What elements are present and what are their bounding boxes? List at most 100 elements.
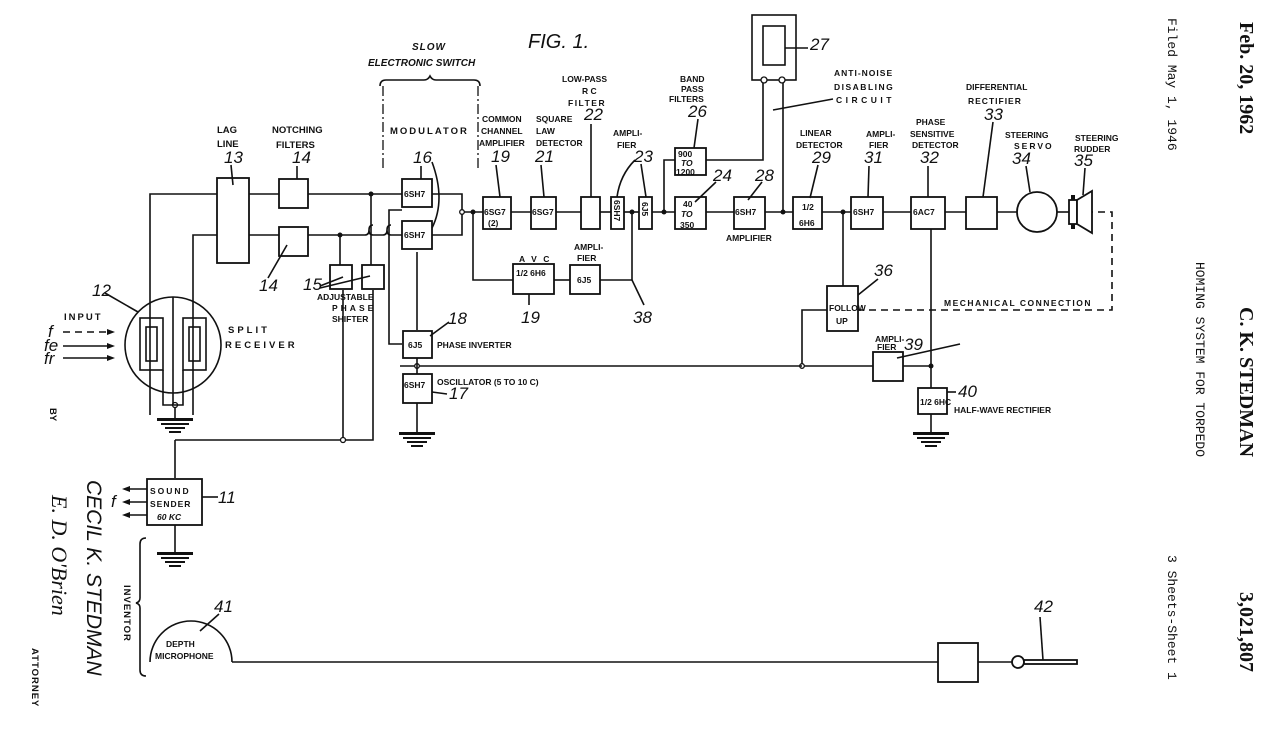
bpf-high-2: TO (681, 158, 693, 168)
osc-label: OSCILLATOR (5 TO 10 C) (437, 377, 539, 387)
signature-area: BY CECIL K. STEDMAN E. D. O'Brien INVENT… (29, 408, 147, 707)
anti-noise-label-2: DISABLING (834, 82, 894, 92)
modulator-tube-1: 6SH7 (404, 189, 426, 199)
ref-39: 39 (904, 335, 923, 354)
amp31-tube: 6SH7 (853, 207, 875, 217)
filed-date: Filed May 1, 1946 (1164, 18, 1179, 151)
ref-35: 35 (1074, 151, 1093, 170)
oscillator: 6SH7 OSCILLATOR (5 TO 10 C) 17 (402, 373, 539, 404)
avc-label: A V C (519, 254, 551, 264)
patent-header: Feb. 20, 1962 Filed May 1, 1946 C. K. ST… (1164, 18, 1257, 680)
amp23-label-2: FIER (617, 140, 636, 150)
pi-tube: 6J5 (408, 340, 422, 350)
attorney-signature: E. D. O'Brien (47, 494, 72, 616)
sender-label-3: 60 KC (157, 512, 182, 522)
ld-label-2: DETECTOR (796, 140, 843, 150)
lag-line-block: LAG LINE 13 (216, 125, 250, 264)
ref-27: 27 (809, 35, 829, 54)
avc-block: 1/2 6H6 A V C 19 (512, 254, 555, 327)
bpf-low-1: 40 (683, 199, 693, 209)
sld-label-3: DETECTOR (536, 138, 583, 148)
signal-fe: fe (44, 336, 58, 355)
inventor-header: C. K. STEDMAN (1235, 307, 1257, 458)
ref-34: 34 (1012, 149, 1031, 168)
ref-23: 23 (633, 147, 653, 166)
ref-14b: 14 (259, 276, 278, 295)
sender-label: SOUND (150, 486, 191, 496)
avc-amp-tube: 6J5 (577, 275, 591, 285)
bpf-high-1: 900 (678, 149, 692, 159)
cca-label-2: CHANNEL (481, 126, 523, 136)
bpf-label-3: FILTERS (669, 94, 704, 104)
ref-12: 12 (92, 281, 111, 300)
ref-13: 13 (224, 148, 243, 167)
slow-label: SLOW (412, 42, 447, 53)
bpf-low-3: 350 (680, 220, 694, 230)
lpf-label-2: R C (582, 86, 597, 96)
input-label: INPUT (64, 312, 103, 323)
ref-26: 26 (687, 102, 707, 121)
patent-number: 3,021,807 (1235, 592, 1257, 672)
dr-label-2: RECTIFIER (968, 96, 1022, 106)
amp31-label: AMPLI- (866, 129, 895, 139)
cca-tube-2: (2) (488, 218, 499, 228)
adjustable-phase-shifter: 15 ADJUSTABLE PHASE SHIFTER (303, 264, 385, 324)
split-receiver-label: SPLIT (228, 325, 270, 336)
ref-38: 38 (633, 308, 652, 327)
electronic-switch-label: ELECTRONIC SWITCH (368, 58, 476, 69)
bpf-label-2: PASS (681, 84, 704, 94)
anti-noise-disabling-circuit: 27 ANTI-NOISE DISABLING CIRCUIT (751, 14, 895, 111)
osc-tube: 6SH7 (404, 380, 426, 390)
linear-detector: 1/2 6H6 LINEAR DETECTOR 29 (792, 128, 843, 230)
lpf-label: LOW-PASS (562, 74, 607, 84)
servo-label-2: SERVO (1014, 141, 1054, 151)
phase-inverter: 6J5 PHASE INVERTER 18 (402, 309, 512, 359)
ref-29: 29 (811, 148, 831, 167)
depth-microphone: DEPTH MICROPHONE 41 (149, 597, 233, 663)
servo-label: STEERING (1005, 130, 1049, 140)
lag-line-label: LAG (217, 125, 237, 136)
amp23-tube-1: 6SH7 (612, 200, 622, 222)
by-label: BY (47, 408, 58, 422)
signal-f: f (48, 322, 55, 341)
hwr-tube: 1/2 6HC (920, 397, 951, 407)
ref-15: 15 (303, 275, 322, 294)
follow-up-label-2: UP (836, 316, 848, 326)
split-receiver: 12 SPLIT RECEIVER (92, 281, 295, 406)
cca-label: COMMON (482, 114, 522, 124)
follow-up-block: FOLLOW UP 36 MECHANICAL CONNECTION (826, 261, 1090, 332)
amplifier-28: 6SH7 AMPLIFIER 28 (726, 166, 774, 243)
modulator-tube-2: 6SH7 (404, 230, 426, 240)
ref-11: 11 (218, 488, 236, 507)
psd-tube: 6AC7 (913, 207, 935, 217)
steering-rudder: STEERING RUDDER 35 (1068, 133, 1119, 235)
bpf-label: BAND (680, 74, 705, 84)
ground-symbols (157, 418, 949, 567)
depth-mic-label: DEPTH (166, 639, 195, 649)
steering-servo: STEERING SERVO 34 (1005, 130, 1058, 233)
rudder-label-2: RUDDER (1074, 144, 1110, 154)
phase-shifter-label-2: PHASE (332, 303, 376, 313)
psd-label-3: DETECTOR (912, 140, 959, 150)
sld-label-2: LAW (536, 126, 556, 136)
ref-17: 17 (449, 384, 468, 403)
ref-33: 33 (984, 105, 1003, 124)
depth-element: 42 (937, 597, 1078, 683)
amp39-label-2: FIER (877, 342, 896, 352)
psd-label-2: SENSITIVE (910, 129, 955, 139)
hwr-label: HALF-WAVE RECTIFIER (954, 405, 1051, 415)
amplifier-39: AMPLI- FIER 39 (872, 334, 961, 382)
ref-31: 31 (864, 148, 883, 167)
ref-21: 21 (534, 147, 554, 166)
pi-label: PHASE INVERTER (437, 340, 512, 350)
ref-16: 16 (413, 148, 432, 167)
ld-label: LINEAR (800, 128, 832, 138)
signal-fr: fr (44, 349, 56, 368)
anti-noise-label-3: CIRCUIT (836, 95, 895, 105)
amplifier-23: 6SH7 6J5 AMPLI- FIER 23 (610, 128, 653, 230)
common-channel-amplifier: 6SG7 (2) COMMON CHANNEL AMPLIFIER 19 (479, 114, 525, 230)
wiring (149, 80, 1113, 663)
bpf-low-2: TO (681, 209, 693, 219)
square-law-detector: 6SG7 SQUARE LAW DETECTOR 21 (530, 114, 583, 230)
